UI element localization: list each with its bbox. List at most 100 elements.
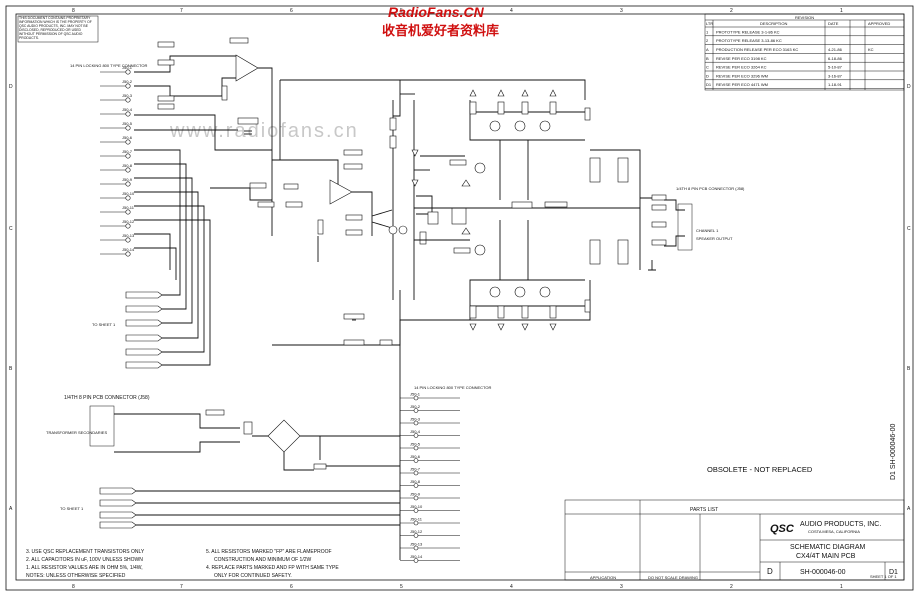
fuse [205, 409, 225, 416]
revision-cell: REVISE PER ECO 3264 KC [716, 65, 767, 70]
grid-rows-left: D C B A [9, 84, 13, 512]
connector-pin-label: J50-5 [122, 121, 133, 126]
grid-col-label: 8 [72, 8, 75, 14]
connector-lower-pin-label: J50-10 [410, 504, 423, 509]
notes-block: 3. USE QSC REPLACEMENT TRANSISTORS ONLY … [26, 549, 339, 579]
main-power-loop [272, 79, 591, 380]
opamp-error [329, 179, 353, 205]
revision-letter: D1 [889, 569, 898, 576]
opamp-input [235, 54, 259, 82]
grid-col-label: 4 [510, 8, 513, 14]
sheet-label: SHEET 1 OF 1 [870, 574, 897, 579]
grid-row-label: D [907, 84, 911, 90]
driver-stage [371, 100, 486, 300]
connector-lower-pin-label: J50-13 [410, 542, 423, 547]
revision-cell: REVISE PER ECO 3296 WM [716, 73, 768, 78]
connector-pin-label: J50-13 [122, 233, 135, 238]
connector-pin-label: J50-11 [122, 205, 135, 210]
connector-8pin-top-label: 1/4TH 8 PIN PCB CONNECTOR (J58) [676, 186, 745, 191]
revision-cell: 1 [706, 29, 709, 34]
revision-table: REVISION LTR DESCRIPTION DATE APPROVED 1… [704, 13, 905, 91]
revision-cell: 1-18-91 [828, 82, 843, 87]
revision-header: DATE [828, 21, 839, 26]
revision-header: DESCRIPTION [760, 21, 787, 26]
grid-col-label: 1 [840, 8, 843, 14]
connector-lower: J50-1J50-2J50-3J50-4J50-5J50-6J50-7J50-8… [399, 380, 460, 563]
connector-lower-pin-label: J50-9 [410, 492, 421, 497]
parts-list-label: PARTS LIST [690, 507, 718, 513]
transformer-label: TRANSFORMER SECONDARIES [46, 430, 107, 435]
drawing-title-2: CX4/4T MAIN PCB [796, 553, 856, 560]
revision-cell: REVISE PER ECO 3198 KC [716, 56, 767, 61]
input-bus-wires [134, 149, 211, 366]
watermark-site: RadioFans.CN [388, 4, 485, 20]
connector-lower-pin-label: J50-2 [410, 404, 421, 409]
grid-col-label: 1 [840, 584, 843, 590]
application-label: APPLICATION [590, 575, 616, 580]
revision-cell: 4-21-86 [828, 47, 843, 52]
output-devices-upper [469, 89, 591, 200]
revision-cell: REVISE PER ECO 4471 WM [716, 82, 768, 87]
grid-col-label: 5 [400, 584, 403, 590]
connector-pin-label: J50-7 [122, 149, 133, 154]
obsolete-label: OBSOLETE - NOT REPLACED [707, 465, 813, 474]
scale-note: DO NOT SCALE DRAWING [648, 575, 698, 580]
revision-cell: A [706, 47, 709, 52]
output-node: 1/4TH 8 PIN PCB CONNECTOR (J58) CHANNEL … [414, 149, 745, 271]
grid-col-label: 2 [730, 584, 733, 590]
to-sheet-label: TO SHEET 1 [92, 322, 116, 327]
proprietary-note-box [17, 15, 99, 43]
proprietary-note: THIS DOCUMENT CONTAINS PROPRIETARY INFOR… [19, 16, 92, 40]
grid-col-label: 2 [730, 8, 733, 14]
to-sheet-lower: TO SHEET 1 [60, 487, 400, 529]
connector-pin-label: J50-4 [122, 107, 133, 112]
connector-lower-pin-label: J50-5 [410, 442, 421, 447]
connector-pin-label: J50-6 [122, 135, 133, 140]
connector-lower-pin-label: J50-8 [410, 479, 421, 484]
grid-row-label: B [9, 366, 13, 372]
grid-rows-right: D C B A [907, 84, 911, 512]
title-block: PARTS LIST QSC AUDIO PRODUCTS, INC. COST… [564, 499, 905, 581]
grid-row-label: B [907, 366, 911, 372]
revision-cell: D [706, 73, 709, 78]
revision-cell: 6-18-86 [828, 56, 843, 61]
revision-title: REVISION [795, 15, 814, 20]
connector-pin-label: J50-1 [122, 65, 133, 70]
revision-cell: PROTOTYPE RELEASE 3-1-86 KC [716, 29, 780, 34]
note-line: 3. USE QSC REPLACEMENT TRANSISTORS ONLY [26, 549, 145, 555]
connector-pin-label: J50-10 [122, 191, 135, 196]
revision-cell: 3-16-87 [828, 73, 843, 78]
connector-pin-label: J50-2 [122, 79, 133, 84]
connector-lower-pin-label: J50-4 [410, 429, 421, 434]
revision-header: LTR [706, 21, 713, 26]
connector-pin-label: J50-9 [122, 177, 133, 182]
connector-8pin-left-label: 1/4TH 8 PIN PCB CONNECTOR (J58) [64, 395, 150, 401]
grid-col-label: 7 [180, 584, 183, 590]
grid-col-label: 7 [180, 8, 183, 14]
note-line: NOTES: UNLESS OTHERWISE SPECIFIED [26, 573, 126, 579]
connector-pin-label: J50-14 [122, 247, 135, 252]
size-letter: D [767, 567, 773, 576]
grid-col-label: 6 [290, 8, 293, 14]
grid-col-label: 3 [620, 584, 623, 590]
speaker-output-label: SPEAKER OUTPUT [696, 236, 733, 241]
side-drawing-number: D1 SH-000046-00 [890, 423, 897, 480]
transformer-section: TRANSFORMER SECONDARIES [46, 405, 400, 471]
revision-cell: 2 [706, 38, 709, 43]
drawing-title-1: SCHEMATIC DIAGRAM [790, 544, 865, 551]
connector-pin-label: J50-3 [122, 93, 133, 98]
grid-columns-bottom: 8 7 6 5 4 3 2 1 [72, 584, 843, 590]
connector-top-label: 14 PIN LOCKING 800 TYPE CONNECTOR [70, 63, 148, 68]
note-line: ONLY FOR CONTINUED SAFETY. [214, 573, 292, 579]
outer-frame [5, 5, 914, 591]
grid-col-label: 8 [72, 584, 75, 590]
connector-lower-pin-label: J50-3 [410, 417, 421, 422]
revision-cell: D1 [706, 82, 712, 87]
note-line: 2. ALL CAPACITORS IN uF, 100V UNLESS SHO… [26, 557, 143, 563]
to-sheet-lower-label: TO SHEET 1 [60, 506, 84, 511]
connector-pin-label: J50-12 [122, 219, 135, 224]
connector-lower-pin-label: J50-11 [410, 517, 423, 522]
note-line: CONSTRUCTION AND MINIMUM OF 1/2W [214, 557, 312, 563]
grid-row-label: C [907, 226, 911, 232]
inner-frame [15, 13, 905, 581]
